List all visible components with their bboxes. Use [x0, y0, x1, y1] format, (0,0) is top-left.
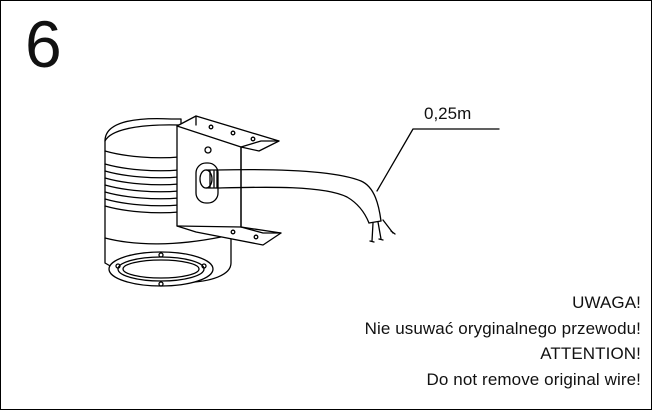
warning-text-pl: Nie usuwać oryginalnego przewodu!	[364, 318, 641, 338]
warning-heading-pl: UWAGA!	[572, 293, 641, 312]
wire-length-label: 0,25m	[424, 104, 472, 123]
warning-notice: UWAGA! Nie usuwać oryginalnego przewodu!…	[365, 290, 641, 392]
warning-text-en: Do not remove original wire!	[426, 369, 641, 389]
cable	[216, 168, 382, 222]
warning-heading-en: ATTENTION!	[540, 344, 641, 363]
length-leader-line	[376, 128, 500, 192]
step-number: 6	[25, 7, 62, 81]
